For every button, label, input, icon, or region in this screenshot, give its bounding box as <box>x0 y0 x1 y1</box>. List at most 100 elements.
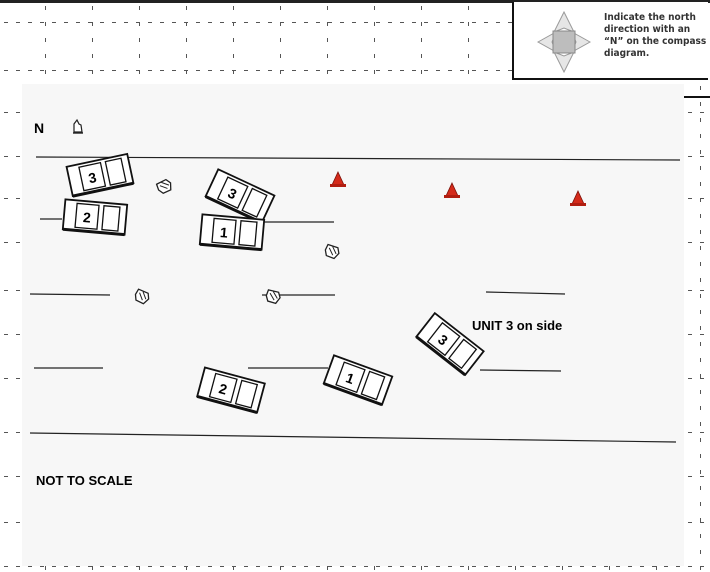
grid-dot <box>700 290 704 291</box>
grid-dot <box>45 6 46 10</box>
grid-dot <box>421 6 422 10</box>
grid-dot <box>364 566 368 567</box>
grid-dot <box>136 22 140 23</box>
grid-dot <box>688 334 692 335</box>
grid-dot <box>562 566 563 570</box>
grid-dot <box>400 566 404 567</box>
grid-dot <box>196 70 200 71</box>
grid-dot <box>196 566 200 567</box>
grid-dot <box>244 70 248 71</box>
grid-dot <box>436 566 440 567</box>
grid-dot <box>327 54 328 58</box>
grid-dot <box>364 70 368 71</box>
grid-dot <box>421 22 422 26</box>
grid-dot <box>92 38 93 42</box>
grid-dot <box>700 326 701 330</box>
grid-dot <box>700 422 701 426</box>
grid-dot <box>700 334 704 335</box>
grid-dot <box>327 22 328 26</box>
vehicle-unit-3-c: 3 <box>414 311 486 377</box>
grid-dot <box>468 54 469 58</box>
grid-dot <box>436 70 440 71</box>
grid-dot <box>45 22 46 26</box>
grid-dot <box>448 566 452 567</box>
grid-dot <box>424 566 428 567</box>
grid-dot <box>700 102 701 106</box>
grid-dot <box>508 70 512 71</box>
grid-dot <box>112 566 116 567</box>
grid-dot <box>124 70 128 71</box>
grid-dot <box>280 566 284 567</box>
grid-dot <box>148 70 152 71</box>
grid-dot <box>484 22 488 23</box>
grid-dot <box>208 566 212 567</box>
grid-dot <box>40 70 44 71</box>
vehicle-unit-1-a: 1 <box>198 212 266 252</box>
grid-dot <box>184 22 188 23</box>
grid-dot <box>208 22 212 23</box>
grid-dot <box>700 502 701 506</box>
grid-dot <box>16 198 20 199</box>
grid-dot <box>280 70 284 71</box>
grid-dot <box>280 566 281 570</box>
grid-dot <box>688 198 692 199</box>
grid-dot <box>688 156 692 157</box>
grid-dot <box>376 70 380 71</box>
grid-dot <box>220 70 224 71</box>
grid-dot <box>688 432 692 433</box>
grid-dot <box>16 112 20 113</box>
north-label: N <box>34 120 44 136</box>
grid-dot <box>76 22 80 23</box>
grid-dot <box>64 566 68 567</box>
vehicle-number: 2 <box>217 380 229 398</box>
grid-dot <box>186 54 187 58</box>
grid-dot <box>400 70 404 71</box>
grid-dot <box>700 134 701 138</box>
grid-dot <box>700 518 701 522</box>
pedestrian-icon <box>321 241 342 262</box>
grid-dot <box>256 22 260 23</box>
grid-dot <box>700 156 704 157</box>
grid-dot <box>186 566 187 570</box>
grid-dot <box>412 566 416 567</box>
grid-dot <box>328 22 332 23</box>
grid-dot <box>688 476 692 477</box>
grid-dot <box>327 70 328 74</box>
grid-dot <box>568 566 572 567</box>
grid-dot <box>16 378 20 379</box>
grid-dot <box>374 22 375 26</box>
grid-dot <box>16 476 20 477</box>
grid-dot <box>148 22 152 23</box>
grid-dot <box>700 358 701 362</box>
grid-dot <box>208 70 212 71</box>
grid-dot <box>16 522 20 523</box>
grid-dot <box>220 566 224 567</box>
grid-dot <box>700 198 704 199</box>
grid-dot <box>688 112 692 113</box>
grid-dot <box>139 22 140 26</box>
grid-dot <box>16 566 20 567</box>
grid-dot <box>388 566 392 567</box>
grid-dot <box>388 22 392 23</box>
grid-dot <box>16 22 20 23</box>
compass-rose-icon[interactable] <box>536 10 592 74</box>
grid-dot <box>100 22 104 23</box>
grid-dot <box>232 70 236 71</box>
grid-dot <box>700 374 701 378</box>
grid-dot <box>436 22 440 23</box>
grid-dot <box>592 566 596 567</box>
grid-dot <box>45 38 46 42</box>
grid-dot <box>184 70 188 71</box>
scale-note: NOT TO SCALE <box>36 473 133 488</box>
grid-dot <box>700 112 704 113</box>
grid-dot <box>186 22 187 26</box>
grid-dot <box>688 290 692 291</box>
grid-dot <box>468 22 469 26</box>
grid-dot <box>92 54 93 58</box>
grid-dot <box>412 70 416 71</box>
grid-dot <box>244 566 248 567</box>
grid-dot <box>352 566 356 567</box>
grid-dot <box>700 378 704 379</box>
grid-dot <box>376 22 380 23</box>
vehicle-number: 2 <box>82 209 91 226</box>
